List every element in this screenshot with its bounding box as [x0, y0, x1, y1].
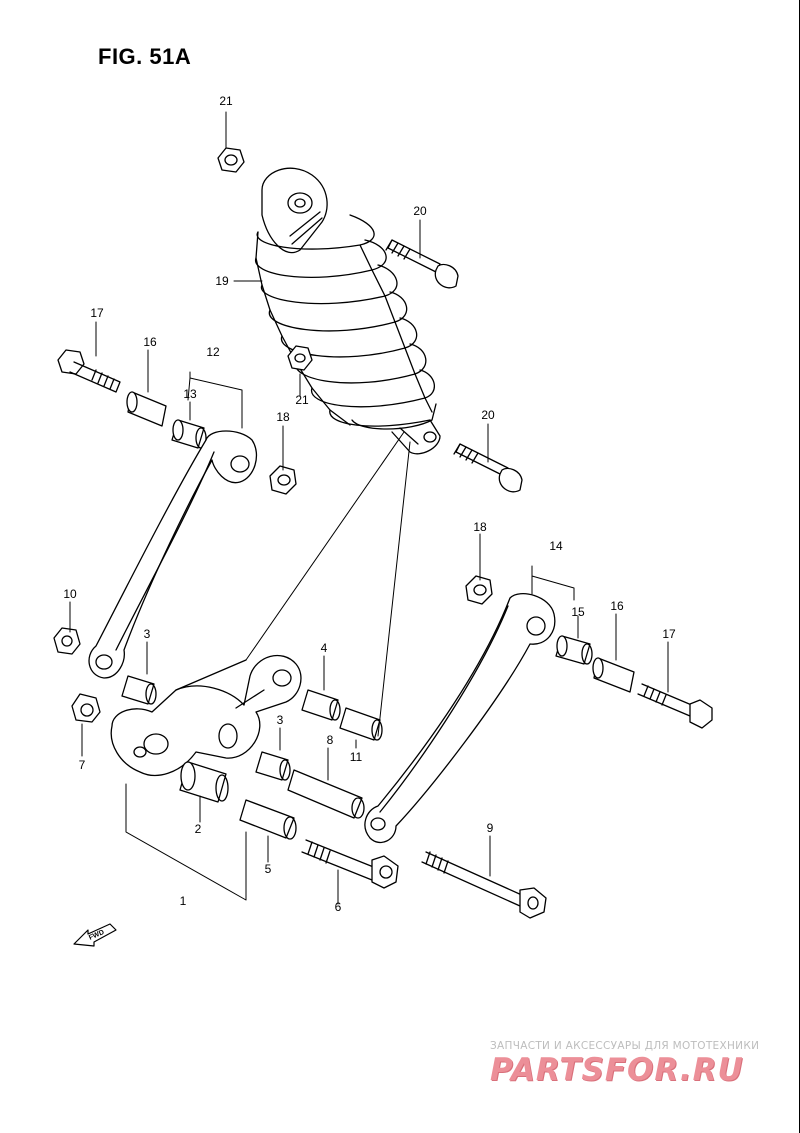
callout-18-left: 18 [276, 410, 290, 424]
callout-5: 5 [264, 862, 272, 876]
callout-20-upper: 20 [413, 204, 427, 218]
figure-title: FIG. 51A [98, 44, 192, 69]
cushion-lever [110, 654, 302, 776]
callout-17-right: 17 [662, 627, 676, 641]
nut-18-left [269, 465, 297, 495]
bolt-9 [421, 851, 547, 919]
callout-20-lower: 20 [481, 408, 495, 422]
spacer-8 [287, 769, 365, 819]
nut-7 [71, 693, 101, 723]
callout-21-top: 21 [219, 94, 233, 108]
callout-1: 1 [179, 894, 187, 908]
callout-9: 9 [486, 821, 494, 835]
fwd-arrow-icon: FWD [73, 923, 117, 947]
callout-18-right: 18 [473, 520, 487, 534]
bearing-2 [179, 761, 229, 803]
callout-7: 7 [78, 758, 86, 772]
spacer-16-right [592, 657, 635, 693]
callout-8: 8 [326, 733, 334, 747]
callout-3-lower: 3 [276, 713, 284, 727]
leader-lines [69, 111, 669, 905]
callout-4: 4 [320, 641, 328, 655]
callout-15: 15 [571, 605, 585, 619]
callout-6: 6 [334, 900, 342, 914]
callout-16-left: 16 [143, 335, 157, 349]
nut-21-top [217, 147, 245, 173]
callout-11: 11 [349, 750, 363, 764]
nut-18-right [465, 575, 493, 605]
spacer-11 [339, 707, 383, 741]
callout-12: 12 [206, 345, 220, 359]
callout-19: 19 [215, 274, 229, 288]
spacer-5 [239, 799, 297, 840]
callout-14: 14 [549, 539, 563, 553]
bearing-4 [301, 689, 341, 721]
watermark-logo: PARTSFOR.RU [490, 1052, 744, 1088]
bearing-3-upper [121, 675, 157, 705]
bolt-20-upper [385, 239, 459, 289]
bolt-17-right [637, 683, 713, 729]
callout-21-mid: 21 [295, 393, 309, 407]
bolt-6 [301, 839, 399, 889]
callout-17-left: 17 [90, 306, 104, 320]
callout-10: 10 [63, 587, 77, 601]
cushion-rod-left [88, 430, 257, 679]
bearing-13 [171, 419, 207, 449]
callout-2: 2 [194, 822, 202, 836]
callout-16-right: 16 [610, 599, 624, 613]
shock-absorber [255, 167, 441, 455]
bearing-3-lower [255, 751, 291, 781]
bolt-17-left [57, 349, 121, 393]
nut-10 [53, 627, 81, 655]
spacer-16-left [126, 391, 167, 427]
watermark-tagline: ЗАПЧАСТИ И АКСЕССУАРЫ ДЛЯ МОТОТЕХНИКИ [490, 1040, 760, 1052]
callout-13: 13 [183, 387, 197, 401]
bolt-20-lower [453, 443, 523, 493]
bearing-15 [555, 635, 593, 665]
cushion-rod-right [364, 593, 556, 843]
guide-lines [125, 371, 575, 901]
nut-21-mid [287, 345, 313, 371]
callout-3-upper: 3 [143, 627, 151, 641]
